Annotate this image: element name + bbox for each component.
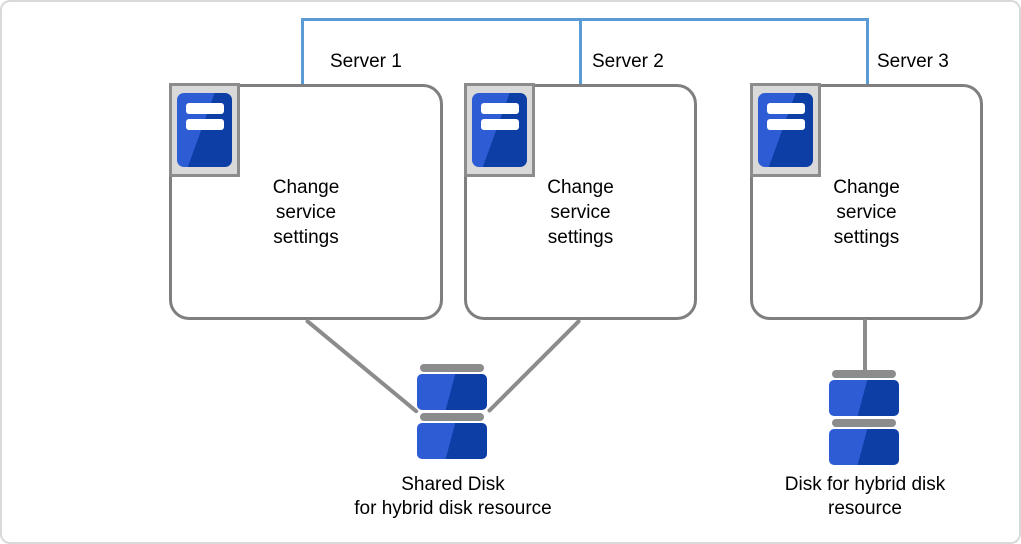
caption-line: settings xyxy=(273,227,339,248)
server-slot-icon xyxy=(186,103,224,114)
label-line: resource xyxy=(828,498,902,519)
shared-disk-label: Shared Disk for hybrid disk resource xyxy=(313,473,593,521)
hybrid-disk-label: Disk for hybrid disk resource xyxy=(725,473,1005,521)
disk-platter xyxy=(829,429,899,465)
server3-box: Change service settings xyxy=(750,83,983,320)
server2-label: Server 2 xyxy=(592,51,664,72)
disk-cap xyxy=(832,419,896,427)
server-slot-icon xyxy=(767,119,805,130)
connector-server1-shared-disk xyxy=(304,318,419,414)
hybrid-disk-icon xyxy=(829,370,899,468)
disk-platter xyxy=(829,380,899,416)
label-line: Shared Disk xyxy=(401,474,505,495)
label-line: Disk for hybrid disk xyxy=(784,474,946,495)
caption-line: service xyxy=(836,202,897,223)
server-tower-icon xyxy=(169,83,240,177)
disk-platter xyxy=(417,374,487,410)
server-slot-icon xyxy=(481,103,519,114)
server-tower-icon xyxy=(750,83,821,177)
server-tower-body xyxy=(472,93,527,167)
network-drop-server1 xyxy=(301,18,304,85)
server3-caption: Change service settings xyxy=(753,175,980,250)
disk-platter xyxy=(417,423,487,459)
server-tower-icon xyxy=(464,83,535,177)
server1-label: Server 1 xyxy=(330,51,402,72)
disk-cap xyxy=(420,413,484,421)
caption-line: Change xyxy=(547,177,614,198)
caption-line: Change xyxy=(833,177,900,198)
server2-box: Change service settings xyxy=(464,83,697,320)
disk-cap xyxy=(420,364,484,372)
server1-box: Change service settings xyxy=(169,83,443,320)
server-slot-icon xyxy=(767,103,805,114)
shared-disk-icon xyxy=(417,364,487,462)
server-slot-icon xyxy=(186,119,224,130)
server2-caption: Change service settings xyxy=(467,175,694,250)
connector-server2-shared-disk xyxy=(486,318,582,414)
label-line: for hybrid disk resource xyxy=(354,498,552,519)
caption-line: service xyxy=(275,202,337,223)
server-slot-icon xyxy=(481,119,519,130)
connector-server3-hybrid-disk xyxy=(863,319,867,372)
server1-caption: Change service settings xyxy=(172,175,440,250)
network-drop-server2 xyxy=(579,18,582,85)
caption-line: service xyxy=(550,202,611,223)
disk-cap xyxy=(832,370,896,378)
caption-line: settings xyxy=(833,227,900,248)
caption-line: settings xyxy=(547,227,614,248)
server3-label: Server 3 xyxy=(877,51,949,72)
network-line xyxy=(301,18,869,21)
server-tower-body xyxy=(758,93,813,167)
caption-line: Change xyxy=(272,177,340,198)
server-tower-body xyxy=(177,93,232,167)
network-drop-server3 xyxy=(866,18,869,85)
